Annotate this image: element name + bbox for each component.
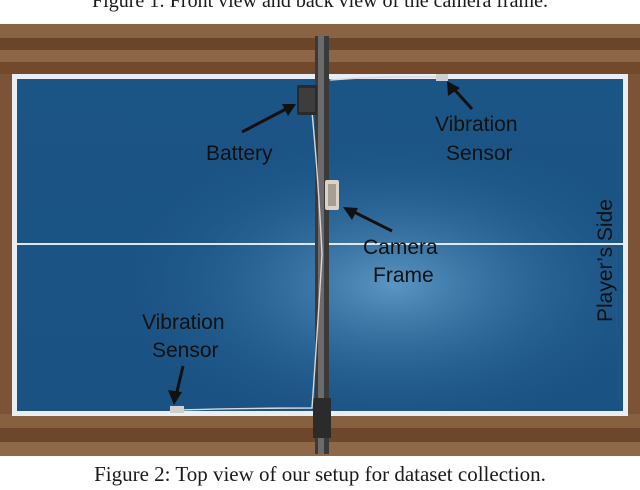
arrow-camera-frame: [343, 207, 393, 233]
label-camera-frame-line1: Camera: [363, 236, 438, 259]
arrow-vibration-top: [447, 81, 474, 111]
label-vibration-sensor-bottom-line1: Vibration: [142, 311, 225, 334]
arrow-vibration-bottom: [168, 365, 185, 405]
vibration-sensor-top: [436, 74, 448, 81]
sensor-wires: [175, 76, 441, 411]
label-vibration-sensor-top-line2: Sensor: [446, 142, 513, 165]
label-camera-frame-line2: Frame: [373, 264, 434, 287]
previous-figure-caption: Figure 1: Front view and back view of th…: [92, 0, 548, 12]
battery: [297, 85, 317, 115]
annotation-arrows: [168, 81, 474, 405]
figure-caption: Figure 2: Top view of our setup for data…: [94, 462, 546, 486]
label-vibration-sensor-top-line1: Vibration: [435, 113, 518, 136]
photo-table-top-view: Battery Vibration Sensor Camera Frame Vi…: [0, 24, 640, 456]
label-battery: Battery: [206, 142, 273, 165]
arrow-battery: [241, 104, 296, 134]
camera-frame: [325, 180, 339, 210]
label-vibration-sensor-bottom-line2: Sensor: [152, 339, 219, 362]
vibration-sensor-bottom: [170, 406, 184, 413]
label-players-side: Player’s Side: [594, 199, 617, 322]
